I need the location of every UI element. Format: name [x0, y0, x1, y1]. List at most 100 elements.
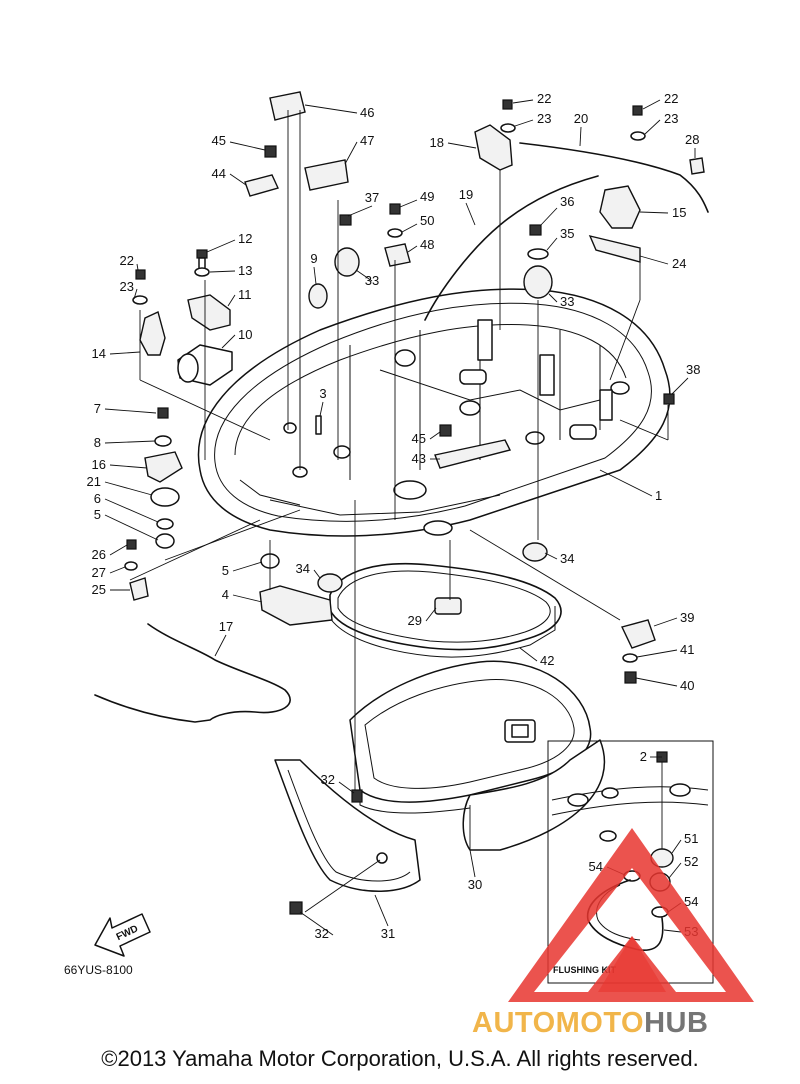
callout-leader — [653, 617, 678, 627]
callout-leader — [319, 401, 324, 417]
callout-leader — [109, 351, 141, 355]
callout-leader — [355, 269, 373, 282]
callout-54: 54 — [684, 894, 698, 909]
part-8-washer — [154, 435, 172, 447]
callout-leader — [109, 464, 148, 469]
callout-35: 35 — [560, 226, 574, 241]
callout-leader — [546, 237, 558, 251]
part-33-grommet-a — [334, 247, 360, 277]
callout-leader — [304, 104, 358, 114]
callout-leader — [104, 481, 153, 496]
callout-leader — [232, 594, 263, 603]
callout-leader — [639, 211, 669, 214]
callout-leader — [514, 119, 534, 127]
callout-15: 15 — [672, 205, 686, 220]
callout-leader — [636, 649, 678, 658]
callout-leader — [136, 263, 139, 271]
callout-23: 23 — [537, 111, 551, 126]
callout-leader — [214, 634, 227, 657]
part-3-screw — [315, 415, 322, 435]
watermark-logo: AUTOMOTOHUB — [472, 828, 754, 1039]
callout-leader — [469, 849, 476, 878]
callout-leader — [407, 245, 418, 253]
part-32-bolt-b — [289, 901, 303, 915]
part-44-plate — [244, 174, 279, 197]
callout-28: 28 — [685, 132, 699, 147]
callout-leader — [206, 239, 236, 253]
callout-14: 14 — [92, 346, 106, 361]
part-4-bracket — [259, 585, 333, 626]
part-23-washer-b — [500, 123, 516, 133]
copyright-notice: ©2013 Yamaha Motor Corporation, U.S.A. A… — [101, 1046, 699, 1071]
callout-leader — [539, 207, 558, 227]
callout-24: 24 — [672, 256, 686, 271]
part-32-bolt-a — [351, 789, 363, 803]
callout-49: 49 — [420, 189, 434, 204]
part-20-cable — [519, 142, 709, 213]
callout-1: 1 — [655, 488, 662, 503]
part-45-bolt-b — [439, 424, 452, 437]
callout-leader — [313, 266, 317, 285]
callout-45: 45 — [412, 431, 426, 446]
callout-8: 8 — [94, 435, 101, 450]
callout-leader — [227, 294, 236, 307]
callout-39: 39 — [680, 610, 694, 625]
callout-leader — [133, 288, 138, 300]
callout-2: 2 — [640, 749, 647, 764]
callout-5: 5 — [94, 507, 101, 522]
callout-6: 6 — [94, 491, 101, 506]
callout-40: 40 — [680, 678, 694, 693]
lower-cover — [274, 759, 421, 892]
callout-29: 29 — [408, 613, 422, 628]
callout-leader — [229, 141, 266, 151]
part-45-bolt-a — [264, 145, 277, 158]
callout-leader — [519, 647, 538, 662]
callout-45: 45 — [212, 133, 226, 148]
part-37-bolt — [339, 214, 352, 226]
part-15-bracket — [599, 185, 641, 229]
callout-33: 33 — [560, 294, 574, 309]
part-49-bolt — [389, 203, 401, 215]
callout-4: 4 — [222, 587, 229, 602]
part-34-grommet-a — [522, 542, 548, 562]
callout-leader — [232, 561, 263, 572]
part-24-bracket — [588, 234, 641, 263]
assembly-lines — [129, 110, 669, 913]
callout-30: 30 — [468, 877, 482, 892]
callout-32: 32 — [315, 926, 329, 941]
callout-leader — [313, 569, 321, 579]
callout-18: 18 — [430, 135, 444, 150]
callout-23: 23 — [120, 279, 134, 294]
part-23-washer-a — [132, 295, 148, 305]
part-22-bolt-b — [502, 99, 513, 110]
part-22-bolt-a — [135, 269, 146, 280]
callout-20: 20 — [574, 111, 588, 126]
callout-leader — [109, 544, 128, 556]
part-7-bolt — [157, 407, 169, 419]
callout-leader — [209, 270, 236, 273]
flushing-kit-label: FLUSHING KIT — [553, 965, 616, 975]
callout-leader — [671, 377, 689, 395]
callout-23: 23 — [664, 111, 678, 126]
callout-25: 25 — [92, 582, 106, 597]
part-6-collar — [156, 518, 174, 530]
callout-leader — [429, 431, 441, 440]
part-50-washer — [387, 228, 403, 238]
callout-13: 13 — [238, 263, 252, 278]
callout-5: 5 — [222, 563, 229, 578]
fwd-arrow: FWD — [94, 913, 151, 957]
callout-leader — [644, 119, 661, 135]
part-43-lever — [434, 439, 512, 469]
part-18-bracket — [474, 124, 513, 171]
callout-9: 9 — [310, 251, 317, 266]
callout-7: 7 — [94, 401, 101, 416]
part-34-grommet-b — [317, 573, 343, 593]
callout-leader — [544, 552, 558, 560]
callout-leader — [465, 202, 476, 226]
callout-leader — [344, 141, 358, 165]
part-9-grommet — [308, 283, 328, 309]
callout-leader — [104, 440, 156, 444]
callout-leader — [104, 498, 159, 523]
part-21-damper — [150, 487, 180, 507]
